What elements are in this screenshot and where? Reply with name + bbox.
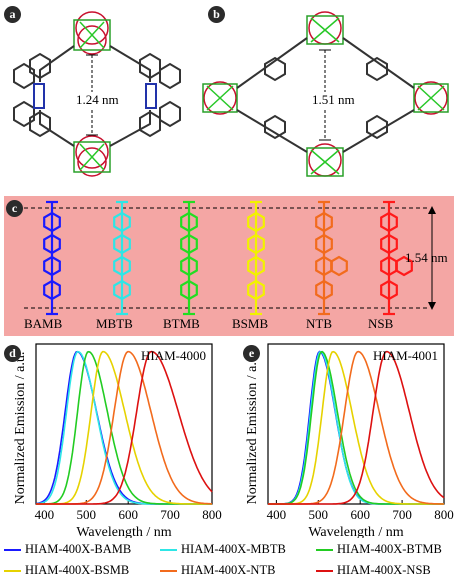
panel-b-structure [202, 11, 449, 177]
arrow-head-bottom [428, 302, 436, 310]
legend-item-bsmb: HIAM-400X-BSMB [4, 563, 129, 578]
legend-item-ntb: HIAM-400X-NTB [160, 563, 275, 578]
linker-name-btmb: BTMB [163, 316, 200, 331]
chart-e-frame [267, 343, 445, 505]
legend-swatch-nsb [316, 569, 333, 572]
panel-c-background [4, 196, 454, 336]
series-line-hiam-400x-bsmb [36, 350, 212, 505]
panel-a-structure [13, 11, 181, 177]
panel-c-distance-label: 1.54 nm [405, 250, 448, 265]
legend-label-nsb: HIAM-400X-NSB [337, 563, 431, 577]
panel-c-linkers [24, 200, 436, 316]
legend-item-bamb: HIAM-400X-BAMB [4, 542, 131, 557]
chart-d-xlabel: Wavelength / nm [76, 525, 171, 538]
benzotriazole-units [33, 83, 157, 109]
legend-label-bsmb: HIAM-400X-BSMB [25, 563, 130, 577]
series-line-hiam-400x-bamb [35, 350, 212, 505]
linker-name-bamb: BAMB [24, 316, 63, 331]
x-tick-label-700: 700 [160, 507, 180, 522]
linker-frame [13, 45, 181, 147]
legend-item-mbtb: HIAM-400X-MBTB [160, 542, 286, 557]
x-tick-label-600: 600 [350, 507, 370, 522]
zr-cluster-top [73, 11, 111, 55]
x-tick-label-400: 400 [35, 507, 55, 522]
legend-label-btmb: HIAM-400X-BTMB [337, 542, 442, 556]
legend-item-btmb: HIAM-400X-BTMB [316, 542, 442, 557]
x-tick-label-700: 700 [392, 507, 412, 522]
linker-structure-bsmb [247, 200, 265, 316]
x-tick-label-500: 500 [309, 507, 329, 522]
linker-name-nsb: NSB [368, 316, 394, 331]
legend-swatch-mbtb [160, 548, 177, 551]
linker-structure-ntb [315, 200, 348, 316]
panel-d-badge: d [4, 345, 21, 362]
linker-structure-btmb [180, 200, 198, 316]
zr-cluster-bottom [73, 135, 111, 177]
legend-swatch-bsmb [4, 569, 21, 572]
series-line-hiam-400x-nsb [36, 350, 213, 505]
legend-swatch-btmb [316, 548, 333, 551]
zr-cluster-left-b [202, 81, 238, 115]
chart-e-ylabel: Normalized Emission / a.u. [245, 352, 260, 505]
panel-a-distance-label: 1.24 nm [74, 92, 121, 108]
chart-e-title: HIAM-4001 [373, 348, 438, 363]
linker-structure-mbtb [113, 200, 131, 316]
legend-label-mbtb: HIAM-400X-MBTB [181, 542, 286, 556]
chart-d-frame [35, 343, 213, 505]
panel-b-distance-label: 1.51 nm [310, 92, 357, 108]
chart-e-xlabel: Wavelength / nm [308, 525, 403, 538]
chart-d-ylabel: Normalized Emission / a.u. [13, 352, 28, 505]
linker-name-ntb: NTB [306, 316, 332, 331]
linker-name-mbtb: MBTB [96, 316, 133, 331]
x-tick-label-600: 600 [118, 507, 138, 522]
zr-cluster-top-b [306, 11, 344, 45]
linker-frame-b [236, 37, 415, 153]
chart-d-title: HIAM-4000 [141, 348, 206, 363]
x-tick-label-800: 800 [434, 507, 454, 522]
legend-swatch-bamb [4, 548, 21, 551]
legend-item-nsb: HIAM-400X-NSB [316, 563, 431, 578]
legend-label-ntb: HIAM-400X-NTB [181, 563, 276, 577]
legend-swatch-ntb [160, 569, 177, 572]
linker-structure-nsb [380, 200, 413, 316]
x-tick-label-400: 400 [267, 507, 287, 522]
series-line-hiam-400x-bsmb [268, 350, 444, 505]
panel-a-badge: a [4, 6, 21, 23]
x-tick-label-800: 800 [202, 507, 222, 522]
x-tick-label-500: 500 [77, 507, 97, 522]
linker-name-bsmb: BSMB [232, 316, 269, 331]
panel-b-badge: b [208, 6, 225, 23]
linker-structure-bamb [43, 200, 61, 316]
zr-cluster-right-b [413, 81, 449, 115]
series-line-hiam-400x-nsb [268, 350, 445, 505]
panel-e-badge: e [243, 345, 260, 362]
zr-cluster-bottom-b [306, 143, 344, 177]
panel-c-badge: c [6, 200, 23, 217]
arrow-head-top [428, 206, 436, 214]
legend-label-bamb: HIAM-400X-BAMB [25, 542, 132, 556]
